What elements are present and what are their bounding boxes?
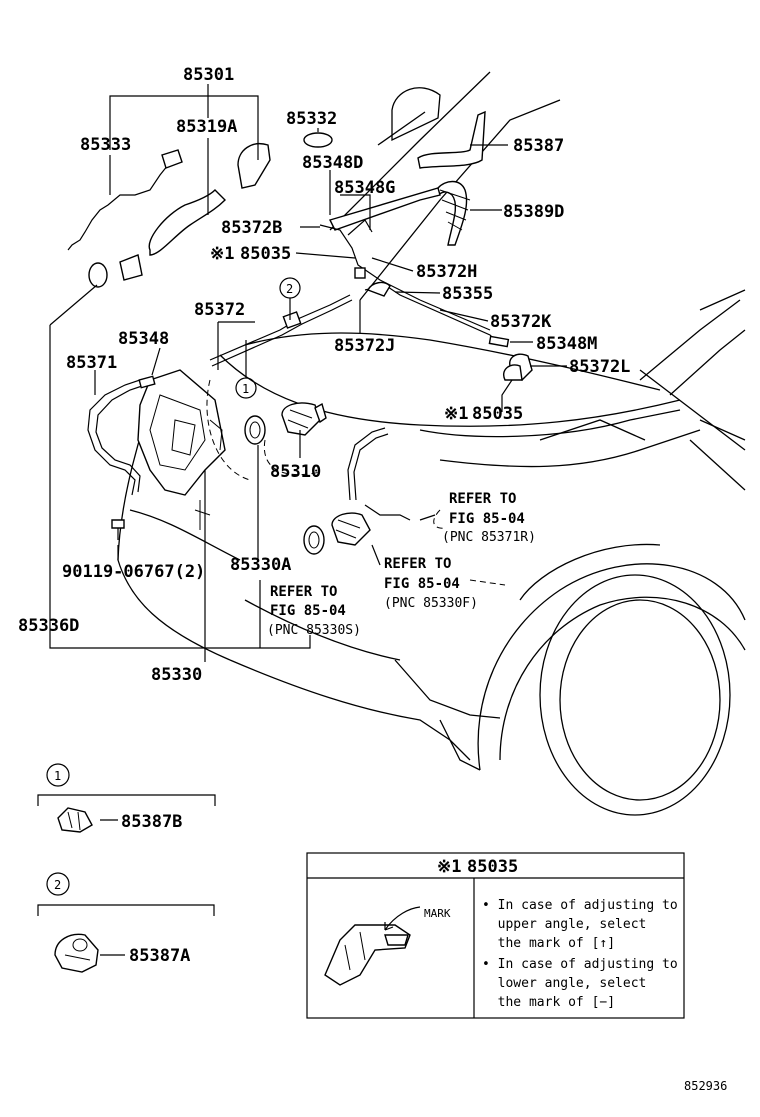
grommet-85333 bbox=[88, 262, 108, 288]
label-85319A: 85319A bbox=[176, 117, 237, 137]
note-line-3: the mark of [↑] bbox=[482, 936, 615, 951]
ref3-line2: FIG 85-04 bbox=[270, 603, 346, 619]
callout-circle-1 bbox=[235, 377, 257, 399]
gasket-85332 bbox=[303, 132, 333, 148]
grommet-85330A bbox=[244, 415, 266, 445]
label-85372H: 85372H bbox=[416, 262, 477, 282]
pump-ref-85330F bbox=[331, 512, 371, 546]
car-body-outline bbox=[117, 71, 746, 816]
note-box-kome: ※1 bbox=[437, 857, 461, 877]
leader-lines bbox=[49, 84, 567, 956]
label-85333: 85333 bbox=[80, 135, 131, 155]
hose-85319A bbox=[148, 189, 226, 256]
ref1-line3: (PNC 85371R) bbox=[442, 530, 536, 545]
label-85348D: 85348D bbox=[302, 153, 363, 173]
label-85348: 85348 bbox=[118, 329, 169, 349]
parts bbox=[67, 110, 533, 555]
inset-2-circle-label: 2 bbox=[54, 878, 61, 892]
label-85372K: 85372K bbox=[490, 312, 552, 332]
ref1-line2: FIG 85-04 bbox=[449, 511, 525, 527]
label-85310: 85310 bbox=[270, 462, 321, 482]
ref1-line1: REFER TO bbox=[449, 491, 516, 507]
bolt-90119 bbox=[111, 519, 125, 529]
inset-1-circle-label: 1 bbox=[54, 769, 61, 783]
label-85336D: 85336D bbox=[18, 616, 79, 636]
note-line-4: • In case of adjusting to bbox=[482, 957, 678, 972]
label-85348M: 85348M bbox=[536, 334, 597, 354]
label-kome-85035-mid: ※1 bbox=[444, 404, 468, 424]
callout-circle-2-label: 2 bbox=[286, 282, 293, 296]
label-85371: 85371 bbox=[66, 353, 117, 373]
label-85035-mid: 85035 bbox=[472, 404, 523, 424]
label-85372: 85372 bbox=[194, 300, 245, 320]
label-85301: 85301 bbox=[183, 65, 234, 85]
label-85035-top: 85035 bbox=[240, 244, 291, 264]
label-85387A: 85387A bbox=[129, 946, 190, 966]
label-85372B: 85372B bbox=[221, 218, 282, 238]
label-85330: 85330 bbox=[151, 665, 202, 685]
bracket-85387 bbox=[417, 110, 486, 169]
label-85348G: 85348G bbox=[334, 178, 395, 198]
cord-85333 bbox=[67, 164, 169, 251]
label-85332: 85332 bbox=[286, 109, 337, 129]
note-box: ※1 85035 MARK • In case of adjusting to … bbox=[306, 852, 685, 1019]
note-box-frame bbox=[306, 852, 685, 1019]
figure-number: 852936 bbox=[684, 1079, 727, 1093]
note-line-5: lower angle, select bbox=[482, 976, 646, 991]
ref2-line1: REFER TO bbox=[384, 556, 451, 572]
label-90119-06767: 90119-06767(2) bbox=[62, 562, 205, 582]
label-85372L: 85372L bbox=[569, 357, 630, 377]
inset-1: 1 85387B bbox=[37, 763, 216, 833]
ref3-line1: REFER TO bbox=[270, 584, 337, 600]
part-labels: 85301 85333 85319A 85332 85348D 85387 85… bbox=[18, 65, 630, 685]
ref3-line3: (PNC 85330S) bbox=[267, 623, 361, 638]
reference-notes: REFER TO FIG 85-04 (PNC 85371R) REFER TO… bbox=[267, 491, 536, 638]
note-box-part: 85035 bbox=[467, 857, 518, 877]
note-line-6: the mark of [−] bbox=[482, 995, 615, 1010]
note-line-1: • In case of adjusting to bbox=[482, 898, 678, 913]
nozzle-illustration bbox=[324, 924, 411, 986]
callout-circle-1-label: 1 bbox=[242, 382, 249, 396]
inset-2: 2 85387A bbox=[37, 872, 215, 973]
label-85372J: 85372J bbox=[334, 336, 395, 356]
label-85387: 85387 bbox=[513, 136, 564, 156]
note-line-2: upper angle, select bbox=[482, 917, 646, 932]
circle-callouts: 1 2 bbox=[235, 277, 301, 399]
label-85355: 85355 bbox=[442, 284, 493, 304]
ref2-line3: (PNC 85330F) bbox=[384, 596, 478, 611]
label-85387B: 85387B bbox=[121, 812, 182, 832]
callout-circle-2 bbox=[279, 277, 301, 299]
label-kome-85035-top: ※1 bbox=[210, 244, 234, 264]
note-mark-label: MARK bbox=[424, 907, 451, 920]
inset-2-circle bbox=[46, 872, 70, 896]
inset-1-circle bbox=[46, 763, 70, 787]
clip-85387B bbox=[57, 807, 93, 833]
inlet-85319A bbox=[237, 143, 271, 189]
label-85330A: 85330A bbox=[230, 555, 291, 575]
ref2-line2: FIG 85-04 bbox=[384, 576, 460, 592]
label-85389D: 85389D bbox=[503, 202, 564, 222]
